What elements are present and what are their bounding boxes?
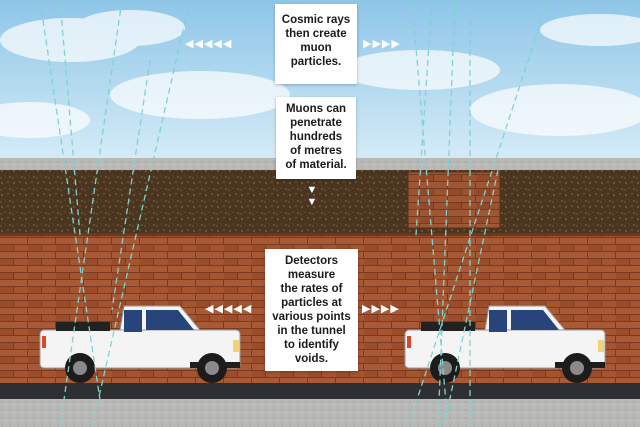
callout-text: the rates of <box>280 283 343 295</box>
callout-text: various points <box>272 311 351 323</box>
tunnel-floor <box>0 399 640 427</box>
callout-cosmic-rays: Cosmic rays then create muon particles. <box>275 4 357 84</box>
arrow-down-icon: ▼ <box>306 196 318 208</box>
arrow-left-icon: ◀◀◀◀◀ <box>185 38 233 50</box>
callout-text: Muons can <box>285 103 347 115</box>
soil-void <box>408 172 500 228</box>
callout-text: of material. <box>285 159 347 171</box>
arrow-down-icon: ▼ <box>306 184 318 196</box>
clouds <box>0 10 640 138</box>
callout-text: particles. <box>290 56 342 68</box>
muon-tracks <box>39 0 549 427</box>
callout-text: Cosmic rays <box>281 14 351 26</box>
detector-truck-right <box>404 305 606 383</box>
callout-text: to identify <box>284 339 339 351</box>
callout-detectors: Detectors measure the rates of particles… <box>265 249 358 371</box>
callout-text: penetrate <box>290 117 342 129</box>
callout-muons: Muons can penetrate hundreds of metres o… <box>276 97 356 179</box>
arrow-right-icon: ▶▶▶▶ <box>362 303 400 315</box>
arrow-down-icon: ▼ ▼ <box>305 184 319 208</box>
detector-truck-left <box>39 305 241 383</box>
callout-text: measure <box>287 269 336 281</box>
callout-text: muon <box>300 42 332 54</box>
callout-text: of metres <box>290 145 342 157</box>
callout-text: particles at <box>281 297 342 309</box>
arrow-right-icon: ▶▶▶▶ <box>363 38 401 50</box>
callout-text: voids. <box>294 353 329 365</box>
callout-text: Detectors <box>284 255 339 267</box>
callout-text: hundreds <box>289 131 343 143</box>
callout-text: then create <box>285 28 347 40</box>
callout-text: in the tunnel <box>277 325 346 337</box>
arrow-left-icon: ◀◀◀◀◀ <box>205 303 253 315</box>
tunnel-road <box>0 383 640 399</box>
soil-layer <box>0 170 640 235</box>
